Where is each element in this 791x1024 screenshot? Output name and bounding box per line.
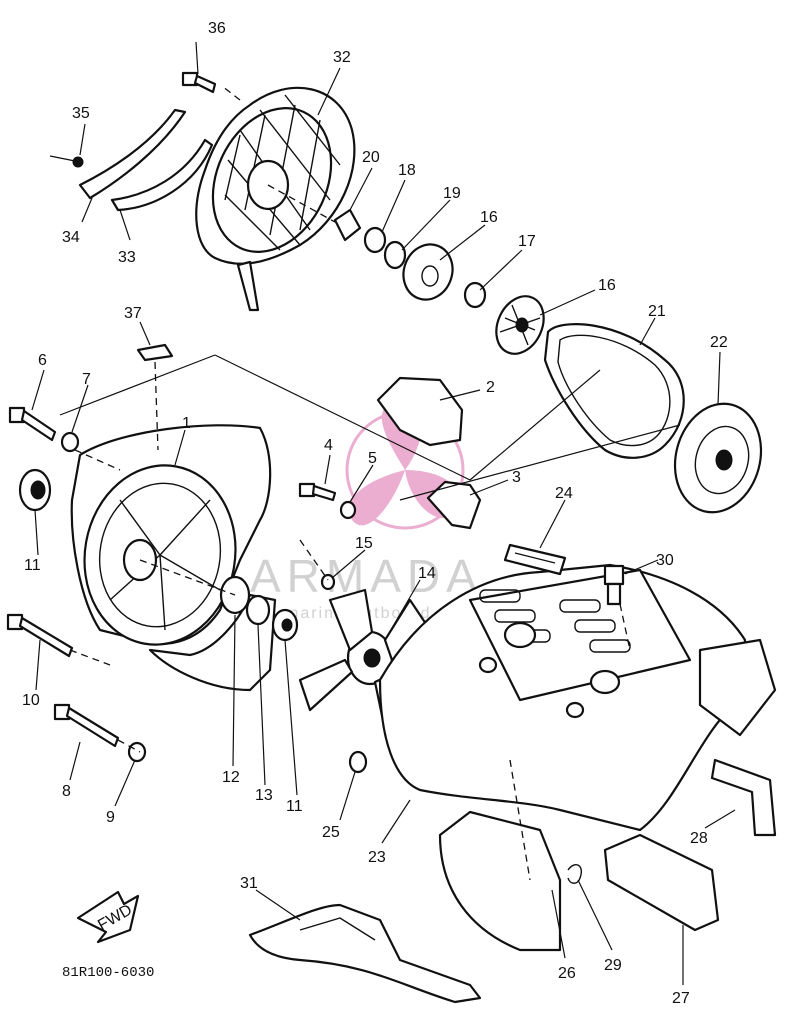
recoil-cover-2 bbox=[376, 376, 464, 447]
callout-36: 36 bbox=[208, 20, 226, 37]
callout-11-left: 11 bbox=[24, 557, 41, 574]
callout-25: 25 bbox=[322, 824, 340, 841]
callout-35: 35 bbox=[72, 105, 90, 122]
callout-31: 31 bbox=[240, 875, 258, 892]
label-24 bbox=[503, 543, 567, 576]
fan-housing bbox=[70, 424, 277, 692]
washer-7 bbox=[60, 431, 80, 453]
foot-rubber-27 bbox=[603, 833, 720, 932]
key-15 bbox=[320, 573, 336, 591]
callout-10: 10 bbox=[22, 692, 40, 709]
side-panel-26 bbox=[438, 810, 562, 952]
bolt-30 bbox=[603, 564, 625, 606]
starter-rope-guide bbox=[78, 108, 214, 212]
bolt-36 bbox=[181, 71, 217, 94]
callout-12: 12 bbox=[222, 769, 240, 786]
callout-7: 7 bbox=[82, 371, 91, 388]
handle-28 bbox=[698, 638, 777, 837]
callout-21: 21 bbox=[648, 303, 666, 320]
callout-32: 32 bbox=[333, 49, 351, 66]
bolt-6 bbox=[8, 406, 57, 442]
callout-leaders bbox=[31, 41, 736, 985]
callout-3: 3 bbox=[512, 469, 521, 486]
callout-16-lower: 16 bbox=[598, 277, 616, 294]
drive-belt bbox=[543, 323, 685, 459]
bearing-11-left bbox=[18, 468, 52, 512]
callout-5: 5 bbox=[368, 450, 377, 467]
callout-11-right: 11 bbox=[286, 798, 303, 815]
callout-19: 19 bbox=[443, 185, 461, 202]
callout-18: 18 bbox=[398, 162, 416, 179]
callout-24: 24 bbox=[555, 485, 573, 502]
callout-26: 26 bbox=[558, 965, 576, 982]
callout-23: 23 bbox=[368, 849, 386, 866]
callout-6: 6 bbox=[38, 352, 47, 369]
callout-28: 28 bbox=[690, 830, 708, 847]
callout-30: 30 bbox=[656, 552, 674, 569]
callout-37: 37 bbox=[124, 305, 142, 322]
screw-35 bbox=[49, 155, 84, 168]
starter-pulley-parts bbox=[333, 208, 545, 355]
bracket-3 bbox=[426, 480, 482, 530]
bolt-8 bbox=[53, 703, 120, 748]
driven-pulley bbox=[673, 402, 763, 514]
bolt-4 bbox=[298, 482, 357, 520]
starter-case bbox=[195, 86, 356, 312]
callout-13: 13 bbox=[255, 787, 273, 804]
callout-numbers: 36 32 35 34 33 20 18 19 16 17 16 21 22 3… bbox=[22, 20, 728, 1007]
clip-37 bbox=[136, 343, 174, 362]
forward-arrow-icon: FWD bbox=[76, 890, 140, 944]
callout-4: 4 bbox=[324, 437, 333, 454]
bolt-10 bbox=[6, 613, 74, 658]
callout-17: 17 bbox=[518, 233, 536, 250]
clip-29 bbox=[567, 864, 582, 884]
callout-9: 9 bbox=[106, 809, 115, 826]
callout-8: 8 bbox=[62, 783, 71, 800]
washer-9 bbox=[127, 741, 147, 763]
watermark-propeller-blade bbox=[348, 470, 405, 526]
grommet-25 bbox=[348, 750, 368, 774]
drawing-code: 81R100-6030 bbox=[62, 965, 154, 981]
callout-29: 29 bbox=[604, 957, 622, 974]
callout-22: 22 bbox=[710, 334, 728, 351]
callout-15: 15 bbox=[355, 535, 373, 552]
callout-27: 27 bbox=[672, 990, 690, 1007]
callout-33: 33 bbox=[118, 249, 136, 266]
callout-20: 20 bbox=[362, 149, 380, 166]
assembly-guide-lines bbox=[59, 85, 681, 881]
callout-2: 2 bbox=[486, 379, 495, 396]
callout-1: 1 bbox=[182, 415, 191, 432]
under-cover-31 bbox=[248, 903, 482, 1004]
engine-cover-23 bbox=[378, 563, 747, 832]
callout-14: 14 bbox=[418, 565, 436, 582]
callout-16-upper: 16 bbox=[480, 209, 498, 226]
callout-34: 34 bbox=[62, 229, 80, 246]
